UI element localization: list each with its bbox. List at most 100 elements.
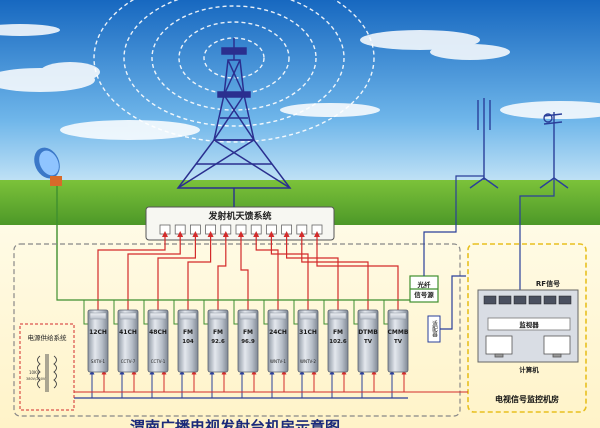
transmitter-channel-label: 31CH (299, 329, 317, 336)
rf-signal-slot (498, 295, 512, 305)
transmitter-source-label: WNTV-1 (270, 359, 286, 364)
input-signal-line (293, 300, 298, 325)
transmitter-room-frame (13, 243, 461, 417)
input-signal-line (383, 300, 388, 325)
output-signal-line (157, 231, 199, 310)
transmitter-cabinet: FM 92.6 (207, 309, 229, 373)
feeder-ports (159, 224, 323, 235)
clouds (0, 24, 600, 140)
satellite-dish-icon (34, 147, 62, 270)
rf-signal-panel (483, 295, 572, 305)
transmitter-cabinet: 41CH CCTV-7 (117, 309, 139, 373)
transmitter-cabinet: DTMB TV (357, 309, 379, 373)
output-signal-line (314, 231, 399, 310)
feeder-port (189, 224, 201, 235)
input-signal-line (323, 300, 328, 325)
transmitter-frequency-label: 104 (182, 339, 194, 345)
output-signal-line (253, 231, 279, 310)
output-signal-line (187, 231, 214, 310)
signal-wiring (74, 231, 468, 399)
input-signal-line (263, 300, 268, 325)
transmitter-source-label: CCTV-1 (151, 359, 166, 364)
monitor-room-frame (467, 243, 587, 413)
transmitter-cabinet: 31CH WNTV-2 (297, 309, 319, 373)
computer-icon (485, 335, 571, 358)
output-signal-line (268, 231, 309, 310)
input-signal-line (353, 300, 358, 325)
transmitter-cabinet: 24CH WNTV-1 (267, 309, 289, 373)
output-signal-line (283, 231, 339, 310)
transmitter-frequency-label: TV (364, 339, 373, 345)
monitor-room-equipment: RF信号 监视器 计算机 电视信号监控机房 (477, 279, 579, 404)
antenna-feeder-label: 发射机天馈系统 (207, 210, 271, 222)
feeder-port (265, 224, 277, 235)
transmitter-channel-label: DTMB (358, 329, 378, 336)
transmitter-cabinet: FM 96.9 (237, 309, 259, 373)
rf-signal-slot (528, 295, 542, 305)
transmitter-frequency-label: TV (394, 339, 403, 345)
rf-signal-slot (483, 295, 497, 305)
rf-signal-slot (513, 295, 527, 305)
power-note-2: 380V/220V (26, 377, 46, 381)
feeder-port (174, 224, 186, 235)
monitor-label: 监视器 (519, 320, 539, 329)
transmitter-cabinet: 48CH CCTV-1 (147, 309, 169, 373)
transmitter-channel-label: 41CH (119, 329, 137, 336)
rf-signal-slot (543, 295, 557, 305)
feeder-port (205, 224, 217, 235)
input-signal-line (143, 300, 148, 325)
computer-label: 计算机 (519, 365, 539, 374)
feeder-port (159, 224, 171, 235)
transformer-icon (37, 354, 57, 392)
transmitter-frequency-label: 96.9 (241, 339, 255, 345)
output-signal-line (217, 231, 229, 310)
transmitter-channel-label: 12CH (89, 329, 107, 336)
output-signal-line (298, 231, 369, 310)
transmitter-frequency-label: 92.6 (211, 339, 225, 345)
input-signal-line (203, 300, 208, 325)
sky (0, 0, 600, 200)
rf-signal-slot (558, 295, 572, 305)
transmitter-source-label: SXTV-1 (91, 359, 106, 364)
feeder-port (311, 224, 323, 235)
monitor-room-title: 电视信号监控机房 (495, 394, 559, 404)
adapter-label: 适配器 (431, 320, 438, 339)
feeder-port (250, 224, 262, 235)
fiber-label-1: 光纤 (417, 280, 432, 289)
fiber-label-2: 信号源 (414, 290, 434, 299)
transmitter-channel-label: FM (243, 329, 253, 336)
transmitter-cabinet: 12CH SXTV-1 (87, 309, 109, 373)
receiving-antenna-icon (469, 98, 569, 189)
transmitter-channel-label: FM (213, 329, 223, 336)
output-signal-line (238, 231, 249, 310)
adapter-box: 适配器 (427, 315, 441, 343)
transmitter-channel-label: FM (183, 329, 193, 336)
diagram-title: 渭南广播电视发射台机房示意图 (130, 418, 340, 428)
power-supply-label: 电源供给系统 (28, 333, 68, 342)
feeder-port (220, 224, 232, 235)
power-note-1: 10KV (29, 370, 40, 375)
power-supply-unit: 电源供给系统 10KV 380V/220V (19, 323, 75, 411)
feeder-port (281, 224, 293, 235)
transmitter-cabinets: 12CH SXTV-1 41CH CCTV-7 48CH CCTV-1 FM 104 FM 92.… (87, 309, 409, 373)
input-signal-line (233, 300, 238, 325)
external-links (56, 175, 555, 330)
rf-signal-label: RF信号 (536, 279, 560, 288)
input-signal-line (173, 300, 178, 325)
transmission-tower (176, 38, 292, 189)
transmitter-channel-label: 24CH (269, 329, 287, 336)
feeder-port (235, 224, 247, 235)
input-signal-line (83, 300, 88, 325)
transmitter-cabinet: FM 102.6 (327, 309, 349, 373)
transmitter-source-label: CCTV-7 (121, 359, 136, 364)
transmitter-cabinet: FM 104 (177, 309, 199, 373)
transmitter-channel-label: 48CH (149, 329, 167, 336)
feeder-port (296, 224, 308, 235)
output-signal-line (97, 231, 168, 310)
transmitter-channel-label: FM (333, 329, 343, 336)
transmitter-source-label: WNTV-2 (300, 359, 316, 364)
antenna-feeder-box: 发射机天馈系统 (145, 206, 335, 241)
transmitter-frequency-label: 102.6 (329, 339, 347, 345)
